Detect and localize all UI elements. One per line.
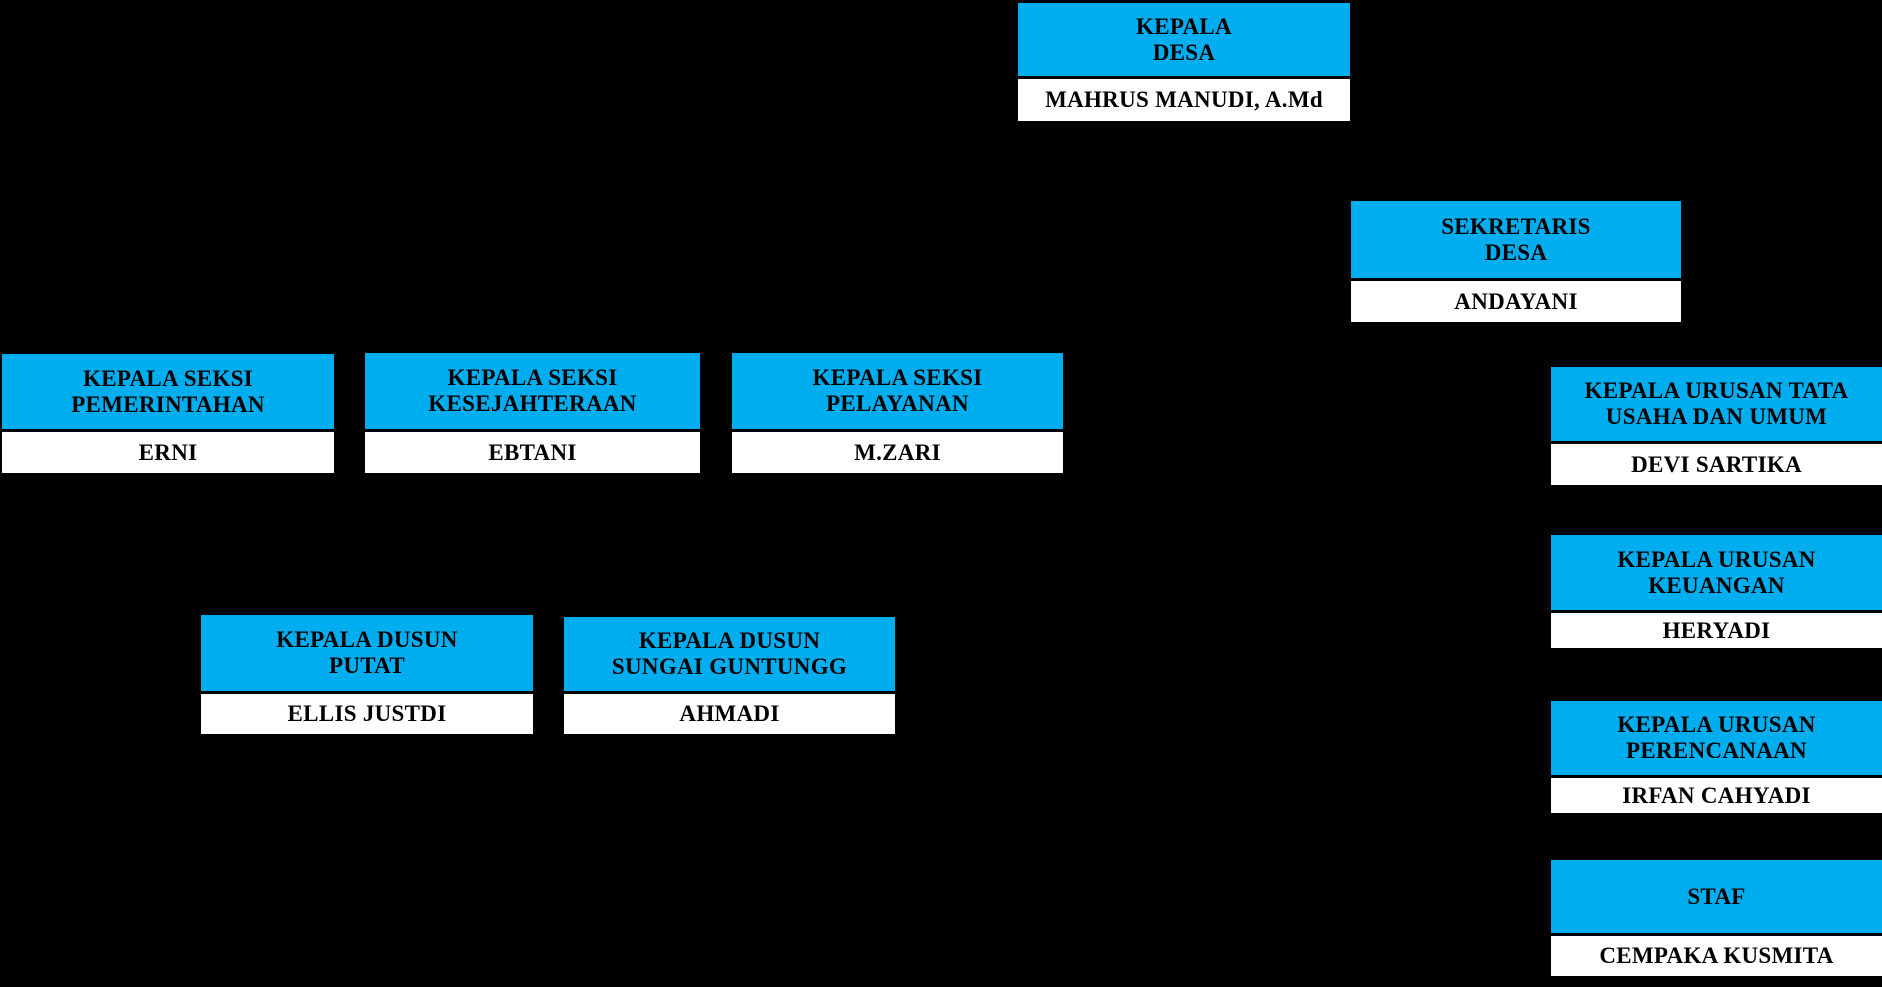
role-title: KEPALA URUSAN TATA USAHA DAN UMUM [1551,367,1882,441]
org-node-urusan-tata-usaha: KEPALA URUSAN TATA USAHA DAN UMUM DEVI S… [1551,367,1882,485]
person-name: ERNI [2,429,334,473]
org-node-seksi-kesejahteraan: KEPALA SEKSI KESEJAHTERAAN EBTANI [365,353,700,473]
org-node-urusan-perencanaan: KEPALA URUSAN PERENCANAAN IRFAN CAHYADI [1551,701,1882,813]
role-title: KEPALA SEKSI KESEJAHTERAAN [365,353,700,429]
org-node-dusun-sungai-guntungg: KEPALA DUSUN SUNGAI GUNTUNGG AHMADI [564,617,895,734]
person-name: DEVI SARTIKA [1551,441,1882,485]
role-title: KEPALA URUSAN KEUANGAN [1551,535,1882,610]
org-node-kepala-desa: KEPALA DESA MAHRUS MANUDI, A.Md [1018,3,1350,121]
org-node-seksi-pemerintahan: KEPALA SEKSI PEMERINTAHAN ERNI [2,354,334,473]
person-name: M.ZARI [732,429,1063,473]
person-name: CEMPAKA KUSMITA [1551,933,1882,976]
person-name: EBTANI [365,429,700,473]
role-title: KEPALA SEKSI PELAYANAN [732,353,1063,429]
person-name: AHMADI [564,691,895,734]
role-title: SEKRETARIS DESA [1351,201,1681,278]
org-node-dusun-putat: KEPALA DUSUN PUTAT ELLIS JUSTDI [201,615,533,734]
org-node-seksi-pelayanan: KEPALA SEKSI PELAYANAN M.ZARI [732,353,1063,473]
org-node-sekretaris-desa: SEKRETARIS DESA ANDAYANI [1351,201,1681,322]
org-node-staf: STAF CEMPAKA KUSMITA [1551,860,1882,976]
person-name: ANDAYANI [1351,278,1681,322]
role-title: KEPALA DESA [1018,3,1350,76]
person-name: IRFAN CAHYADI [1551,775,1882,813]
role-title: KEPALA URUSAN PERENCANAAN [1551,701,1882,775]
org-node-urusan-keuangan: KEPALA URUSAN KEUANGAN HERYADI [1551,535,1882,648]
person-name: HERYADI [1551,610,1882,648]
role-title: KEPALA SEKSI PEMERINTAHAN [2,354,334,429]
role-title: STAF [1551,860,1882,933]
person-name: MAHRUS MANUDI, A.Md [1018,76,1350,121]
role-title: KEPALA DUSUN SUNGAI GUNTUNGG [564,617,895,691]
person-name: ELLIS JUSTDI [201,691,533,734]
role-title: KEPALA DUSUN PUTAT [201,615,533,691]
